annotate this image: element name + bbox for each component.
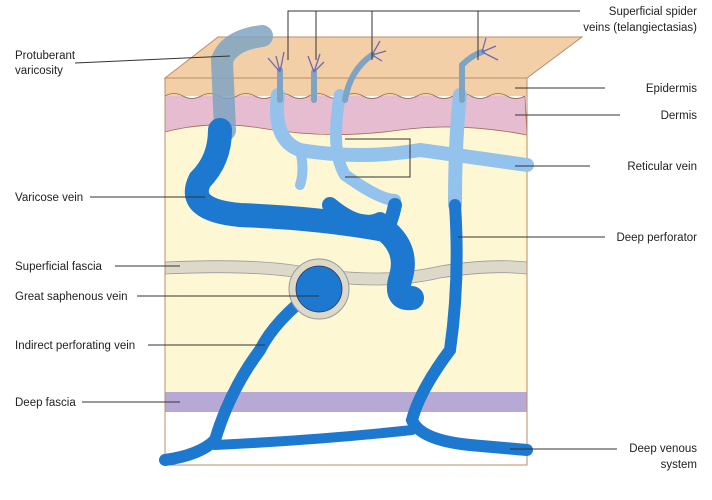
label-indirect-perforating-vein: Indirect perforating vein xyxy=(15,340,135,352)
label-dermis: Dermis xyxy=(661,110,698,122)
label-spider-veins-2: veins (telangiectasias) xyxy=(583,22,697,34)
reticular-veins xyxy=(270,88,534,212)
label-superficial-fascia: Superficial fascia xyxy=(15,261,103,273)
label-varicose-vein: Varicose vein xyxy=(15,192,83,204)
spider-vein-branches xyxy=(267,37,499,73)
deep-veins xyxy=(159,118,533,466)
label-epidermis: Epidermis xyxy=(646,83,697,95)
deep-fascia xyxy=(165,392,527,412)
label-protuberant-varicosity-2: varicosity xyxy=(15,65,63,77)
label-deep-venous-system-1: Deep venous xyxy=(629,443,697,455)
label-deep-venous-system-2: system xyxy=(661,459,697,471)
label-great-saphenous-vein: Great saphenous vein xyxy=(15,291,128,303)
leader-lines xyxy=(74,10,620,450)
label-protuberant-varicosity-1: Protuberant xyxy=(15,50,76,62)
great-saphenous-vein xyxy=(295,265,343,313)
label-reticular-vein: Reticular vein xyxy=(627,161,697,173)
label-deep-fascia: Deep fascia xyxy=(15,397,76,409)
label-spider-veins-1: Superficial spider xyxy=(609,6,697,18)
label-deep-perforator: Deep perforator xyxy=(616,232,697,244)
surface-veins xyxy=(210,25,485,141)
